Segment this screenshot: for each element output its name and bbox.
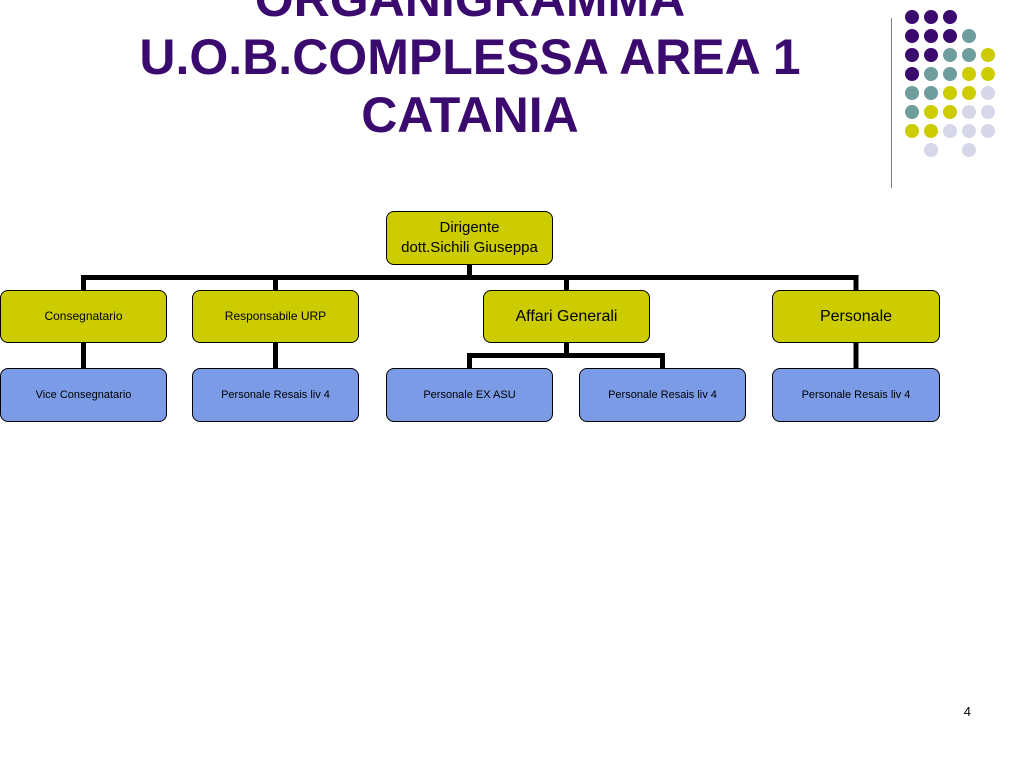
decor-dot xyxy=(905,10,919,24)
node-personale-resais-personale: Personale Resais liv 4 xyxy=(772,368,940,422)
decor-dot xyxy=(981,67,995,81)
decor-dot xyxy=(924,48,938,62)
node-vice-consegnatario: Vice Consegnatario xyxy=(0,368,167,422)
title-divider-line xyxy=(891,18,892,188)
title-line-3: CATANIA xyxy=(361,87,579,143)
decor-dot xyxy=(962,86,976,100)
decor-dot xyxy=(924,86,938,100)
node-label: Personale Resais liv 4 xyxy=(801,388,911,401)
decor-dot xyxy=(924,143,938,157)
title-line-1: ORGANIGRAMMA xyxy=(60,0,880,28)
dots-decoration xyxy=(905,10,1005,170)
node-label: Affari Generali xyxy=(515,307,618,325)
decor-dot xyxy=(981,105,995,119)
node-label: Personale xyxy=(819,307,893,325)
node-label: Personale Resais liv 4 xyxy=(608,388,717,401)
decor-dot xyxy=(962,124,976,138)
node-label: Personale EX ASU xyxy=(423,388,516,401)
decor-dot xyxy=(962,105,976,119)
node-label: Personale Resais liv 4 xyxy=(221,388,330,401)
decor-dot xyxy=(943,67,957,81)
decor-dot xyxy=(981,48,995,62)
decor-dot xyxy=(924,124,938,138)
node-label: Responsabile URP xyxy=(224,309,327,324)
decor-dot xyxy=(905,48,919,62)
decor-dot xyxy=(981,124,995,138)
node-consegnatario: Consegnatario xyxy=(0,290,167,343)
decor-dot xyxy=(981,86,995,100)
decor-dot xyxy=(943,10,957,24)
decor-dot xyxy=(943,124,957,138)
decor-dot xyxy=(905,29,919,43)
decor-dot xyxy=(943,86,957,100)
decor-dot xyxy=(905,86,919,100)
node-affari-generali: Affari Generali xyxy=(483,290,650,343)
node-personale-ex-asu: Personale EX ASU xyxy=(386,368,553,422)
slide-title: ORGANIGRAMMA U.O.B.COMPLESSA AREA 1 CATA… xyxy=(60,0,880,144)
node-label: Dirigente dott.Sichili Giuseppa xyxy=(401,218,538,256)
node-personale-resais-urp: Personale Resais liv 4 xyxy=(192,368,359,422)
node-personale-resais-affari: Personale Resais liv 4 xyxy=(579,368,746,422)
decor-dot xyxy=(924,10,938,24)
decor-dot xyxy=(962,48,976,62)
decor-dot xyxy=(924,67,938,81)
decor-dot xyxy=(905,67,919,81)
title-line-2: U.O.B.COMPLESSA AREA 1 xyxy=(139,29,801,85)
page-number: 4 xyxy=(963,704,971,719)
node-label: Consegnatario xyxy=(44,309,123,324)
node-responsabile-urp: Responsabile URP xyxy=(192,290,359,343)
decor-dot xyxy=(943,48,957,62)
node-personale: Personale xyxy=(772,290,940,343)
node-label: Vice Consegnatario xyxy=(35,388,132,401)
decor-dot xyxy=(962,29,976,43)
decor-dot xyxy=(943,29,957,43)
node-dirigente: Dirigente dott.Sichili Giuseppa xyxy=(386,211,553,265)
decor-dot xyxy=(924,29,938,43)
decor-dot xyxy=(943,105,957,119)
decor-dot xyxy=(905,124,919,138)
decor-dot xyxy=(924,105,938,119)
decor-dot xyxy=(962,67,976,81)
decor-dot xyxy=(905,105,919,119)
decor-dot xyxy=(962,143,976,157)
